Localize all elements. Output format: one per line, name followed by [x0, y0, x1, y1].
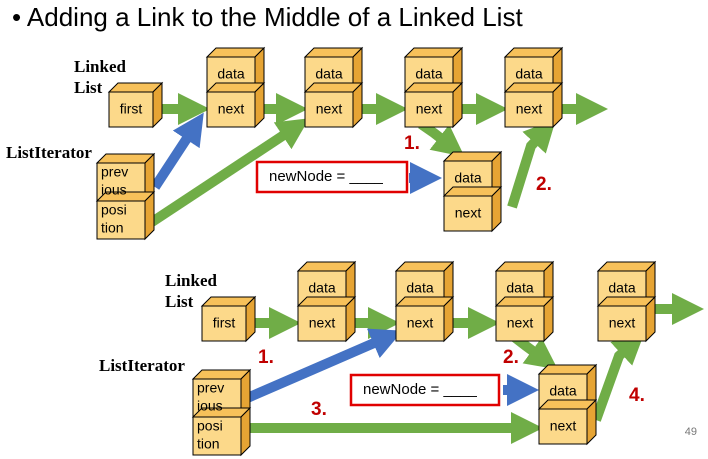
top-node-2-next-cell — [303, 81, 364, 129]
bottom-iterator-previous-line1: prev — [197, 380, 224, 396]
bottom-node-4-next-label: next — [609, 315, 636, 331]
bottom-new-node-label-text: newNode = ____ — [363, 381, 477, 398]
title-text: Adding a Link to the Middle of a Linked … — [26, 2, 523, 32]
bottom-node-1-next-cell — [296, 295, 357, 343]
top-node-2-data-label: data — [315, 66, 342, 82]
bottom-iterator-position-line1: posi — [197, 418, 223, 434]
top-blue-arrow-1 — [150, 112, 204, 190]
bottom-node-3-next-label: next — [507, 315, 534, 331]
top-node-3-next-label: next — [416, 101, 443, 117]
bottom-node-2-data-label: data — [406, 280, 433, 296]
top-iterator-position-line2: tion — [101, 220, 124, 236]
top-new-node-data-label: data — [454, 170, 481, 186]
bottom-iterator-position-line2: tion — [197, 436, 220, 452]
bottom-node-2-next-cell — [394, 295, 455, 343]
bottom-node-4-next-cell — [596, 295, 657, 343]
top-iterator-position-cell — [95, 190, 156, 241]
bottom-new-node-next-label: next — [550, 418, 577, 434]
top-node-1-next-label: next — [218, 101, 245, 117]
bullet: • — [12, 2, 22, 32]
bottom-linked-label-line1: Linked — [165, 271, 218, 290]
top-first-cell — [107, 81, 164, 129]
top-iterator-previous-line1: prev — [101, 164, 128, 180]
bottom-new-node-data-label: data — [549, 383, 576, 399]
bottom-iterator-position-cell — [191, 406, 252, 457]
top-linked-label-line1: Linked — [74, 57, 127, 76]
top-first-label: first — [120, 101, 143, 117]
bottom-first-label: first — [213, 315, 236, 331]
top-node-3-data-label: data — [415, 66, 442, 82]
bottom-node-2-next-label: next — [407, 315, 434, 331]
top-green-arrow-position — [149, 118, 310, 227]
bottom-node-1-next-label: next — [309, 315, 336, 331]
top-linked-label-line2: List — [74, 78, 103, 97]
boxes-layer — [95, 46, 657, 457]
top-node-4-next-cell — [503, 81, 564, 129]
bottom-iterator-previous-cell — [191, 368, 252, 419]
bottom-node-1-data-label: data — [308, 280, 335, 296]
top-node-2-next-label: next — [316, 101, 343, 117]
top-node-4-next-label: next — [516, 101, 543, 117]
bottom-blue-arrow-1 — [243, 328, 403, 404]
top-node-1-data-label: data — [217, 66, 244, 82]
bottom-linked-label-line2: List — [165, 292, 194, 311]
bottom-iterator-previous-line2: ious — [197, 398, 223, 414]
bottom-step-3-label: 3. — [311, 399, 327, 420]
top-step-2-label: 2. — [536, 174, 552, 195]
bottom-new-node-label-box — [349, 373, 501, 407]
page-number: 49 — [685, 426, 697, 438]
slide-title: • Adding a Link to the Middle of a Linke… — [12, 2, 523, 33]
top-node-4-data-label: data — [515, 66, 542, 82]
top-new-node-next-cell — [442, 185, 503, 233]
bottom-first-cell — [200, 295, 257, 343]
top-node-1-next-cell — [205, 81, 266, 129]
top-iterator-position-line1: posi — [101, 202, 127, 218]
top-new-node-label-box — [255, 160, 409, 194]
bottom-node-3-next-cell — [494, 295, 555, 343]
top-step-1-label: 1. — [404, 133, 420, 154]
top-iterator-label: ListIterator — [6, 143, 92, 162]
top-node-3-next-cell — [403, 81, 464, 129]
top-iterator-previous-line2: ious — [101, 182, 127, 198]
bottom-step-2-label: 2. — [503, 347, 519, 368]
bottom-node-3-data-label: data — [506, 280, 533, 296]
top-bent-arrow-2 — [507, 119, 556, 209]
top-new-node-label-text: newNode = ____ — [269, 168, 383, 185]
bottom-bent-arrow-2 — [591, 332, 645, 422]
bottom-new-node-next-cell — [537, 398, 598, 446]
bottom-iterator-label: ListIterator — [99, 356, 185, 375]
bottom-node-4-data-label: data — [608, 280, 635, 296]
top-new-node-next-label: next — [455, 205, 482, 221]
bottom-step-1-label: 1. — [258, 347, 274, 368]
bottom-step-4-label: 4. — [629, 385, 645, 406]
